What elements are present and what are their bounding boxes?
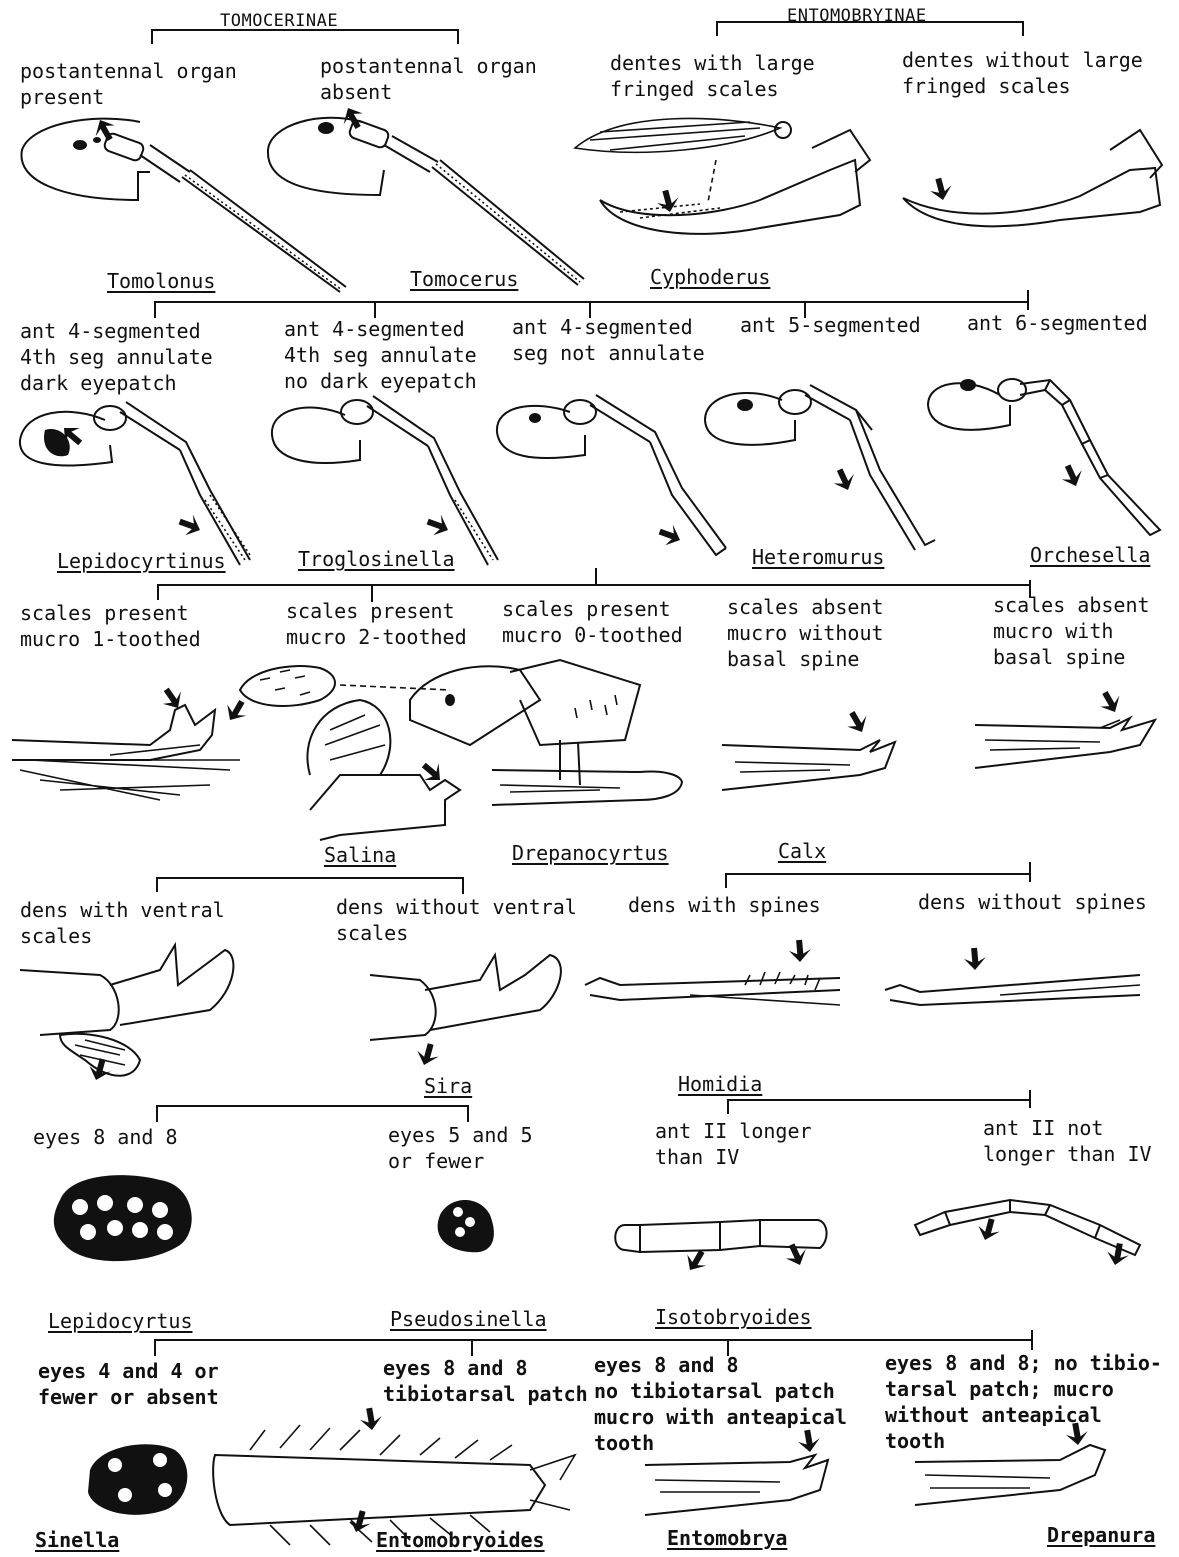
- taxon-drepanocyrtus: Drepanocyrtus: [512, 840, 669, 866]
- taxon-heteromurus: Heteromurus: [752, 544, 884, 570]
- option-ant-6seg: ant 6-segmented: [967, 310, 1148, 336]
- option-eyes-8-8: eyes 8 and 8: [33, 1124, 178, 1150]
- antenna-5seg: [705, 385, 935, 550]
- taxon-lepidocyrtus: Lepidocyrtus: [48, 1308, 193, 1334]
- taxon-entomobryoides: Entomobryoides: [376, 1527, 545, 1553]
- mucro-0-toothed: [492, 770, 682, 805]
- taxon-isotobryoides: Isotobryoides: [655, 1304, 812, 1330]
- eyes-5-and-5: [438, 1200, 494, 1252]
- option-eyes-8-8-no-patch-anteapical: eyes 8 and 8 no tibiotarsal patch mucro …: [594, 1352, 847, 1456]
- taxon-tomolonus: Tomolonus: [107, 268, 215, 294]
- antenna-4seg-annulate-no-dark: [272, 396, 498, 565]
- dens-with-ventral-scales: [20, 945, 233, 1083]
- option-ant-4seg-annulate-dark: ant 4-segmented 4th seg annulate dark ey…: [20, 318, 213, 396]
- bracket-dens-spines: [726, 862, 1030, 888]
- option-ant-ii-longer: ant II longer than IV: [655, 1118, 812, 1170]
- taxon-orchesella: Orchesella: [1030, 542, 1150, 568]
- option-dentes-fringed: dentes with large fringed scales: [610, 50, 815, 102]
- antenna-ii-not-longer: [915, 1200, 1140, 1267]
- option-ant-4seg-annulate-no-dark: ant 4-segmented 4th seg annulate no dark…: [284, 316, 477, 394]
- eyes-8-and-8: [54, 1175, 192, 1261]
- taxon-drepanura: Drepanura: [1047, 1522, 1155, 1548]
- mucro-without-basal-spine: [722, 707, 895, 790]
- taxon-salina: Salina: [324, 842, 396, 868]
- dens-without-spines: [885, 947, 1140, 1005]
- option-dens-spines: dens with spines: [628, 892, 821, 918]
- option-dentes-no-fringed: dentes without large fringed scales: [902, 47, 1143, 99]
- option-dens-no-spines: dens without spines: [918, 889, 1147, 915]
- taxon-cyphoderus: Cyphoderus: [650, 264, 770, 290]
- taxon-pseudosinella: Pseudosinella: [390, 1306, 547, 1332]
- option-scales-mucro-1: scales present mucro 1-toothed: [20, 600, 201, 652]
- antenna-4seg-not-annulate: [497, 395, 726, 555]
- dentes-with-fringed-scales: [575, 118, 870, 233]
- eyes-4-and-4: [88, 1444, 187, 1515]
- bracket-eyes: [157, 1106, 468, 1122]
- option-postantennal-present: postantennal organ present: [20, 58, 237, 110]
- mucro-with-basal-spine: [975, 687, 1155, 768]
- mucro-1-toothed-scales: [12, 683, 240, 800]
- option-dens-ventral-scales: dens with ventral scales: [20, 897, 225, 949]
- mucro-2-toothed-detail: [307, 700, 460, 840]
- taxon-sinella: Sinella: [35, 1527, 119, 1553]
- option-scales-mucro-2: scales present mucro 2-toothed: [286, 598, 467, 650]
- taxon-sira: Sira: [424, 1073, 472, 1099]
- option-dens-no-ventral-scales: dens without ventral scales: [336, 894, 577, 946]
- option-eyes-5-5: eyes 5 and 5 or fewer: [388, 1122, 533, 1174]
- taxon-entomobrya: Entomobrya: [667, 1525, 787, 1551]
- antenna-4seg-annulate-dark: [20, 402, 250, 565]
- option-postantennal-absent: postantennal organ absent: [320, 53, 537, 105]
- taxon-troglosinella: Troglosinella: [298, 546, 455, 572]
- tibiotarsal-patch-leg: [213, 1406, 575, 1545]
- header-tomocerinae: TOMOCERINAE: [220, 8, 338, 34]
- header-entomobryinae: ENTOMOBRYINAE: [787, 3, 927, 29]
- bracket-ant-ii: [728, 1090, 1030, 1114]
- option-eyes-8-8-no-patch-no-anteapical: eyes 8 and 8; no tibio- tarsal patch; mu…: [885, 1350, 1162, 1454]
- dens-with-spines: [585, 939, 840, 1005]
- taxon-tomocerus: Tomocerus: [410, 266, 518, 292]
- bracket-dens-scales: [157, 878, 463, 894]
- option-eyes-8-8-patch: eyes 8 and 8 tibiotarsal patch: [383, 1355, 588, 1407]
- head-postantennal-absent: [268, 103, 584, 285]
- taxon-calx: Calx: [778, 838, 826, 864]
- dens-without-ventral-scales: [370, 955, 561, 1068]
- option-ant-ii-not-longer: ant II not longer than IV: [983, 1115, 1152, 1167]
- option-eyes-4-4: eyes 4 and 4 or fewer or absent: [38, 1358, 219, 1410]
- head-postantennal-present: [21, 115, 346, 292]
- option-scales-mucro-0: scales present mucro 0-toothed: [502, 596, 683, 648]
- antenna-6seg: [928, 379, 1160, 535]
- fringed-scale-detail: [221, 660, 640, 785]
- option-no-scales-no-basal-spine: scales absent mucro without basal spine: [727, 594, 884, 672]
- option-ant-4seg-not-annulate: ant 4-segmented seg not annulate: [512, 314, 705, 366]
- taxon-homidia: Homidia: [678, 1071, 762, 1097]
- option-ant-5seg: ant 5-segmented: [740, 312, 921, 338]
- antenna-ii-longer: [615, 1220, 826, 1276]
- dentes-without-fringed-scales: [903, 130, 1162, 226]
- taxon-lepidocyrtinus: Lepidocyrtinus: [57, 548, 226, 574]
- option-no-scales-basal-spine: scales absent mucro with basal spine: [993, 592, 1150, 670]
